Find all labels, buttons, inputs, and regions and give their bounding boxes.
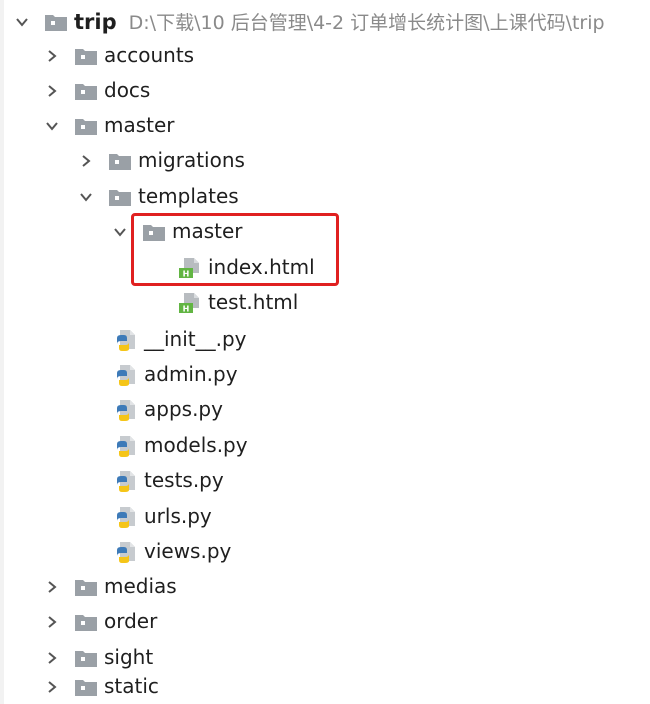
indent-spacer [84,402,100,418]
tree-left-edge [0,0,4,704]
chevron-down-icon[interactable] [14,14,30,30]
folder-icon [108,186,132,208]
folder-icon [74,611,98,633]
tree-row-templates[interactable]: templates [78,179,239,214]
chevron-down-icon[interactable] [78,189,94,205]
tree-row-admin-py[interactable]: admin.py [84,357,238,392]
tree-item-label: templates [138,184,239,208]
svg-text:H: H [183,304,190,313]
tree-row-templates-master[interactable]: master [112,214,243,249]
chevron-right-icon[interactable] [78,153,94,169]
tree-row-static[interactable]: static [44,669,159,704]
tree-item-label: models.py [144,433,248,457]
tree-row-sight[interactable]: sight [44,640,153,675]
tree-item-label: index.html [208,255,315,279]
indent-spacer [148,260,164,276]
tree-row-init-py[interactable]: __init__.py [84,322,247,357]
python-file-icon [114,329,138,351]
tree-row-medias[interactable]: medias [44,569,177,604]
tree-item-label: admin.py [144,362,238,386]
folder-icon [74,647,98,669]
indent-spacer [84,367,100,383]
indent-spacer [84,544,100,560]
chevron-right-icon[interactable] [44,650,60,666]
chevron-right-icon[interactable] [44,579,60,595]
folder-icon [74,115,98,137]
folder-icon [74,45,98,67]
tree-row-test-html[interactable]: H test.html [148,285,298,320]
python-file-icon [114,435,138,457]
svg-text:H: H [183,269,190,278]
tree-row-tests-py[interactable]: tests.py [84,463,224,498]
indent-spacer [148,295,164,311]
chevron-down-icon[interactable] [112,224,128,240]
indent-spacer [84,509,100,525]
tree-item-label: test.html [208,290,299,314]
tree-row-models-py[interactable]: models.py [84,428,248,463]
tree-item-label: migrations [138,148,245,172]
tree-row-order[interactable]: order [44,604,157,639]
tree-row-index-html[interactable]: H index.html [148,250,315,285]
indent-spacer [84,332,100,348]
folder-icon [74,80,98,102]
chevron-right-icon[interactable] [44,83,60,99]
chevron-down-icon[interactable] [44,118,60,134]
tree-row-migrations[interactable]: migrations [78,143,245,178]
chevron-right-icon[interactable] [44,679,60,695]
folder-icon [108,150,132,172]
folder-icon [44,11,68,33]
tree-item-label: views.py [144,539,232,563]
tree-item-label: accounts [104,43,195,67]
folder-icon [142,221,166,243]
tree-row-master[interactable]: master [44,108,175,143]
tree-item-label: apps.py [144,397,223,421]
chevron-right-icon[interactable] [44,48,60,64]
tree-item-label: docs [104,78,151,102]
tree-row-urls-py[interactable]: urls.py [84,499,212,534]
root-folder-name: trip [74,9,117,34]
folder-icon [74,676,98,698]
tree-row-accounts[interactable]: accounts [44,38,194,73]
python-file-icon [114,541,138,563]
indent-spacer [84,473,100,489]
tree-row-docs[interactable]: docs [44,73,150,108]
html-file-icon: H [178,292,202,314]
tree-item-label: master [172,219,243,243]
tree-item-label: sight [104,645,154,669]
tree-item-label: master [104,113,175,137]
tree-item-label: static [104,674,159,698]
tree-row-views-py[interactable]: views.py [84,534,231,569]
tree-item-label: tests.py [144,468,224,492]
tree-item-label: order [104,609,158,633]
python-file-icon [114,470,138,492]
tree-row-root-trip[interactable]: trip D:\下载\10 后台管理\4-2 订单增长统计图\上课代码\trip [14,4,605,39]
tree-row-apps-py[interactable]: apps.py [84,392,223,427]
python-file-icon [114,364,138,386]
tree-item-label: urls.py [144,504,212,528]
python-file-icon [114,506,138,528]
folder-icon [74,576,98,598]
indent-spacer [84,438,100,454]
chevron-right-icon[interactable] [44,614,60,630]
root-folder-path: D:\下载\10 后台管理\4-2 订单增长统计图\上课代码\trip [128,12,605,34]
tree-item-label: medias [104,574,177,598]
html-file-icon: H [178,257,202,279]
python-file-icon [114,399,138,421]
tree-item-label: __init__.py [144,327,247,351]
